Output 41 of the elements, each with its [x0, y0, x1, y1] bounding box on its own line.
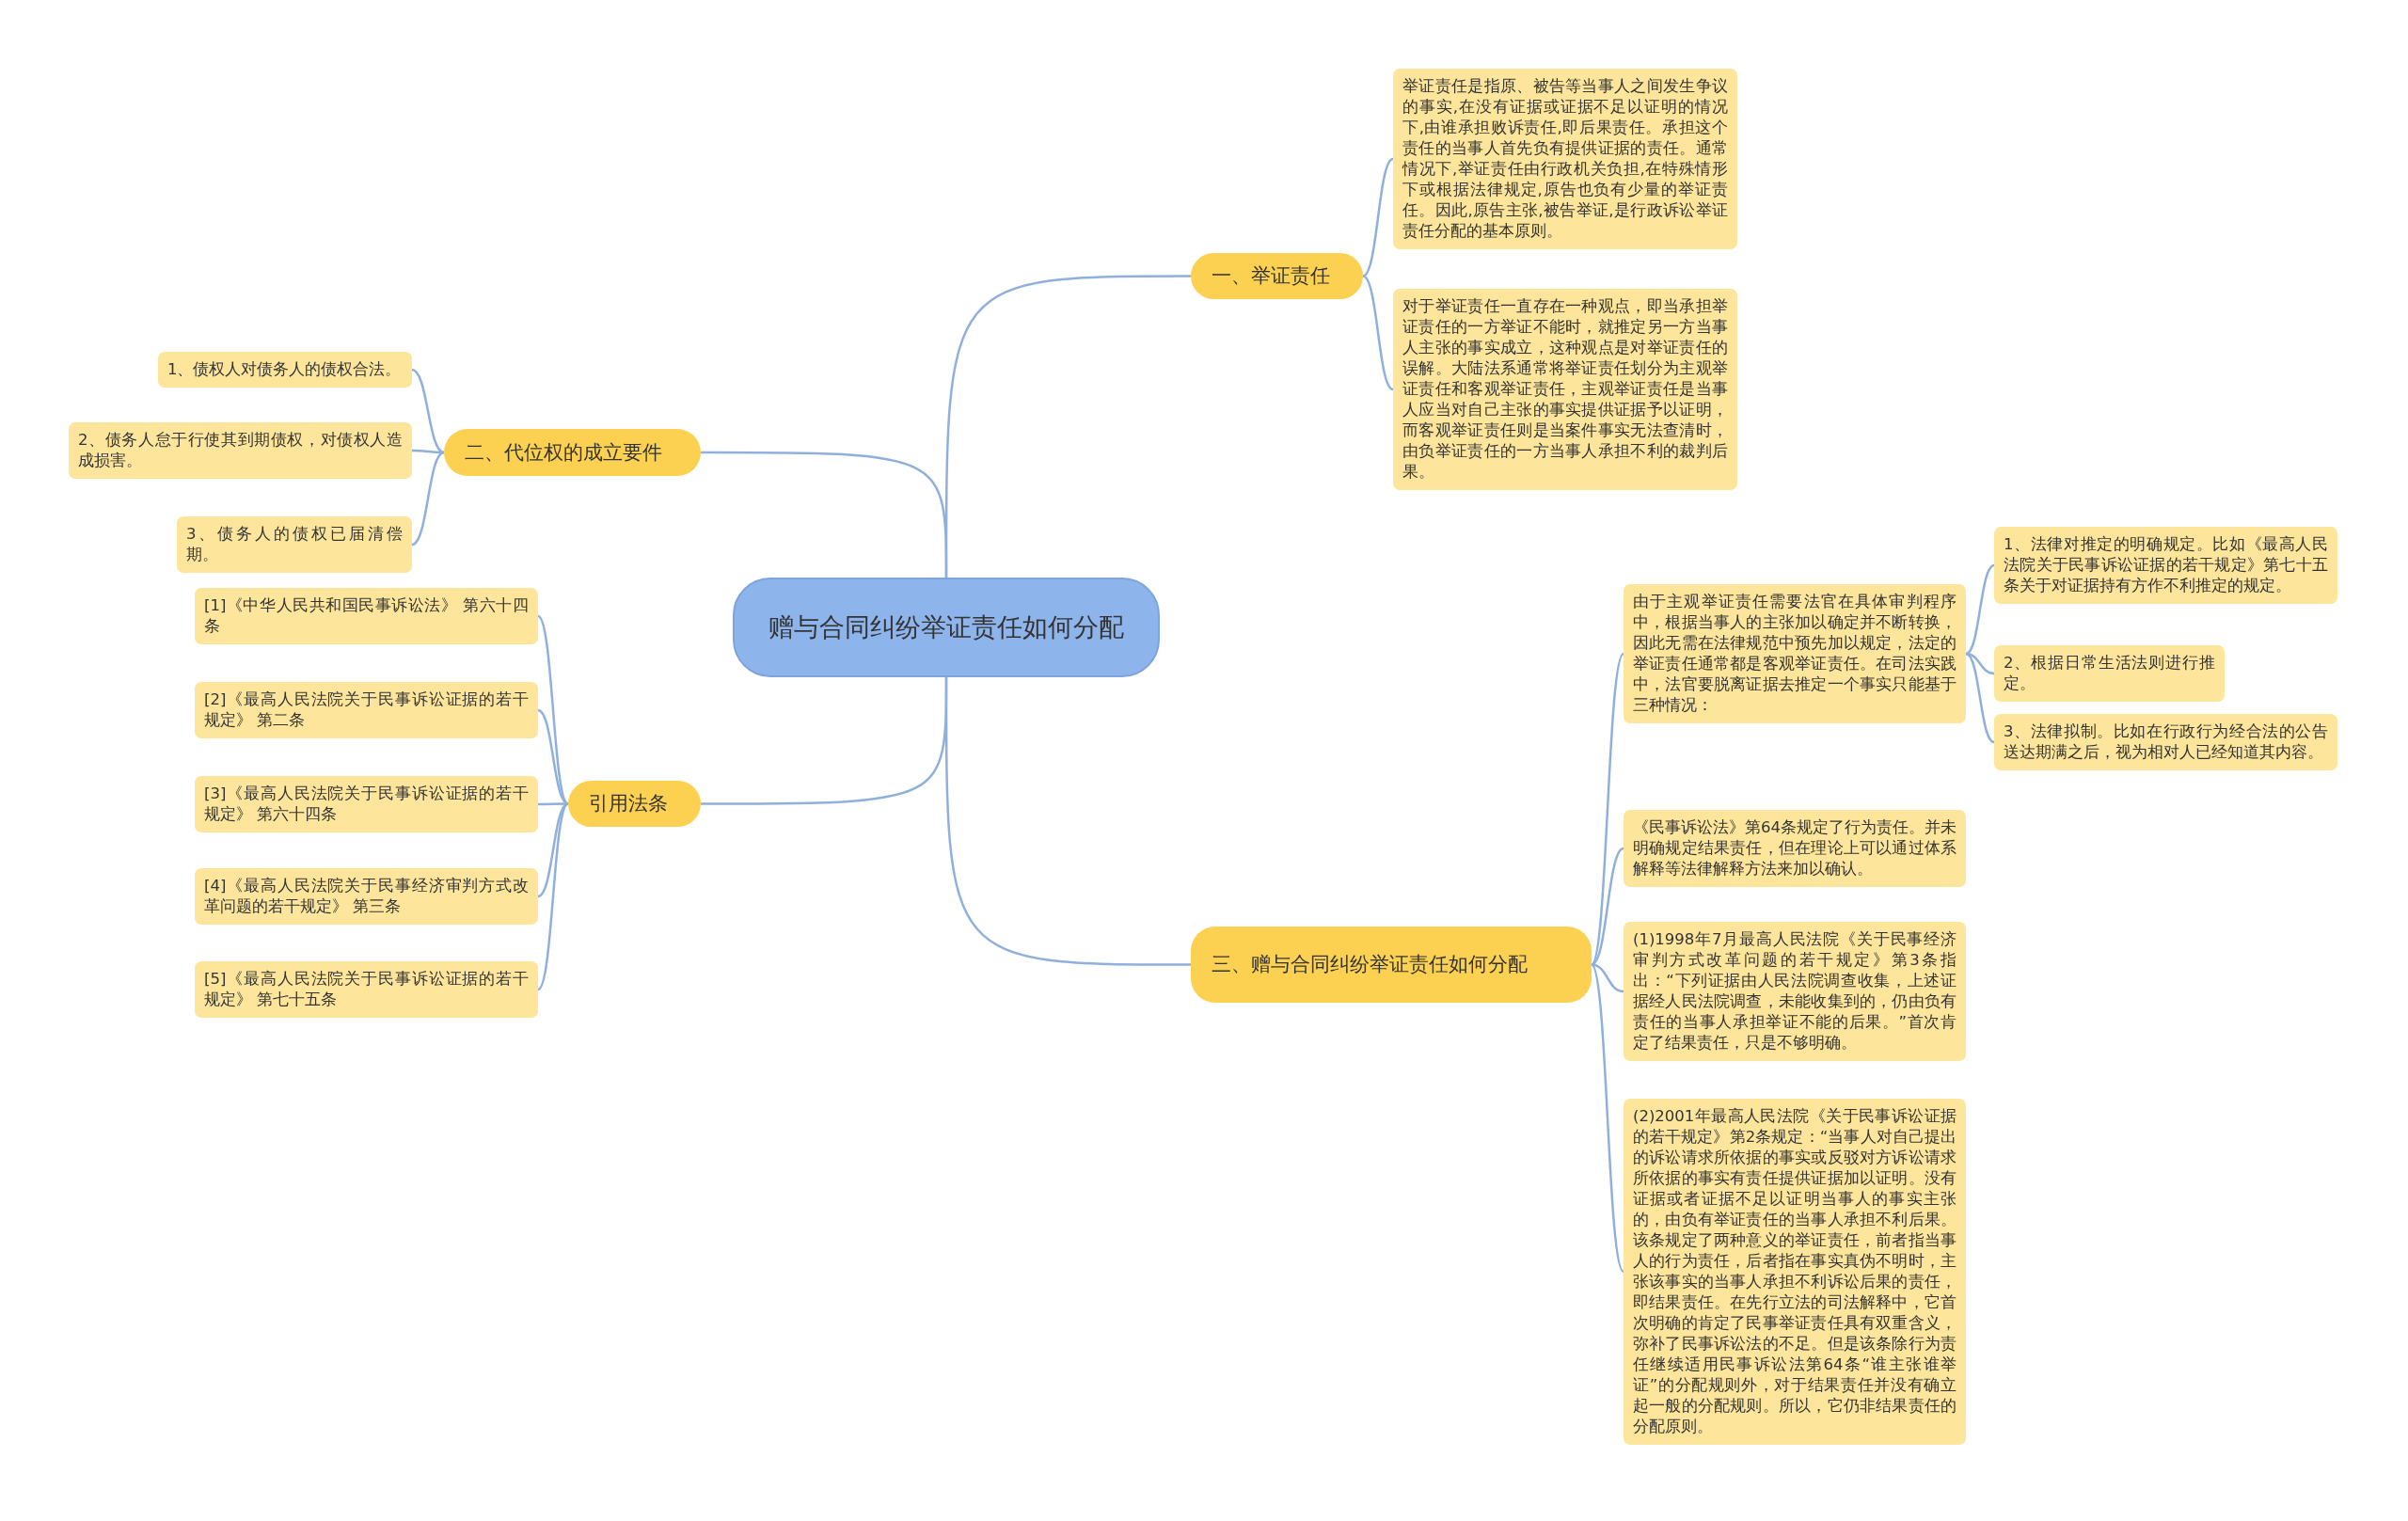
connector-line — [411, 451, 445, 547]
note-box: [2]《最高人民法院关于民事诉讼证据的若干规定》 第二条 — [195, 682, 538, 738]
connector-line — [1965, 563, 1995, 656]
connector-line — [1362, 157, 1394, 277]
connector-line — [1965, 652, 1995, 744]
connector-line — [1590, 653, 1625, 966]
note-box: 对于举证责任一直存在一种观点，即当承担举证责任的一方举证不能时，就推定另一方当事人主张的事实成立，这种观点是对举证责任的误解。大陆法系通常将举证责任划分为主观举证责任和客观举证责任，主观举证责任是当事人应当对自己主张的事实提供证据予以证明，而客观举证责任则是当案件事实无法查清时，由负举证责任的一方当事人承担不利的裁判后果。 — [1393, 289, 1737, 490]
note-box: 举证责任是指原、被告等当事人之间发生争议的事实,在没有证据或证据不足以证明的情况下,由谁承担败诉责任,即后果责任。承担这个责任的当事人首先负有提供证据的责任。通常情况下,举证责任由行政机关负担,在特殊情形下或根据法律规定,原告也负有少量的举证责任。因此,原告主张,被告举证,是行政诉讼举证责任分配的基本原则。 — [1393, 69, 1737, 249]
topic-pill: 三、赠与合同纠纷举证责任如何分配 — [1191, 927, 1592, 1003]
topic-pill: 引用法条 — [568, 781, 701, 827]
topic-pill: 一、举证责任 — [1191, 253, 1363, 299]
note-box: [5]《最高人民法院关于民事诉讼证据的若干规定》 第七十五条 — [195, 961, 538, 1018]
note-box: (1)1998年7月最高人民法院《关于民事经济审判方式改革问题的若干规定》第3条指出：“下列证据由人民法院调查收集，上述证据经人民法院调查，未能收集到的，仍由负有责任的当事人承担举证不能的后果。”首次肯定了结果责任，只是不够明确。 — [1624, 922, 1966, 1061]
connector-line — [1965, 652, 1995, 675]
note-box: 《民事诉讼法》第64条规定了行为责任。并未明确规定结果责任，但在理论上可以通过体系解释等法律解释方法来加以确认。 — [1624, 810, 1966, 887]
connector-line — [538, 802, 568, 806]
connector-line — [537, 708, 569, 805]
note-box: 由于主观举证责任需要法官在具体审判程序中，根据当事人的主张加以确定并不断转换，因此无需在法律规范中预先加以规定，法定的举证责任通常都是客观举证责任。在司法实践中，法官要脱离证据去推定一个事实只能基于三种情况： — [1624, 584, 1966, 723]
connector-line — [1590, 963, 1625, 1273]
connector-line — [1362, 275, 1394, 391]
connector-line — [412, 449, 444, 454]
connector-line — [1591, 963, 1624, 993]
connector-line — [411, 368, 445, 454]
note-box: 3、债务人的债权已届清偿期。 — [177, 516, 412, 573]
note-box: 1、法律对推定的明确规定。比如《最高人民法院关于民事诉讼证据的若干规定》第七十五条关于对证据持有方作不利推定的规定。 — [1994, 527, 2337, 604]
connector-line — [537, 802, 569, 990]
connector-line — [1591, 847, 1624, 966]
connector-line — [944, 677, 1191, 966]
note-box: 2、债务人怠于行使其到期债权，对债权人造成损害。 — [69, 422, 412, 479]
central-topic: 赠与合同纠纷举证责任如何分配 — [733, 578, 1160, 677]
note-box: [3]《最高人民法院关于民事诉讼证据的若干规定》 第六十四条 — [195, 776, 538, 832]
connector-line — [537, 802, 569, 898]
note-box: [4]《最高人民法院关于民事经济审判方式改革问题的若干规定》 第三条 — [195, 868, 538, 925]
note-box: [1]《中华人民共和国民事诉讼法》 第六十四条 — [195, 588, 538, 644]
note-box: (2)2001年最高人民法院《关于民事诉讼证据的若干规定》第2条规定：“当事人对自己提出的诉讼请求所依据的事实或反驳对方诉讼请求所依据的事实有责任提供证据加以证明。没有证据或者证据不足以证明当事人的事实主张的，由负有举证责任的当事人承担不利后果。该条规定了两种意义的举证责任，前者指当事人的行为责任，后者指在事实真伪不明时，主张该事实的当事人承担不利诉讼后果的责任，即结果责任。在先行立法的司法解释中，它首次明确的肯定了民事举证责任具有双重含义，弥补了民事诉讼法的不足。但是该条除行为责任继续适用民事诉讼法第64条“谁主张谁举证”的分配规则外，对于结果责任并没有确立起一般的分配规则。所以，它仍非结果责任的分配原则。 — [1624, 1099, 1966, 1445]
connector-line — [537, 615, 569, 805]
note-box: 1、债权人对债务人的债权合法。 — [158, 352, 412, 388]
topic-pill: 二、代位权的成立要件 — [444, 429, 701, 476]
connector-line — [701, 451, 948, 578]
note-box: 3、法律拟制。比如在行政行为经合法的公告送达期满之后，视为相对人已经知道其内容。 — [1994, 714, 2337, 770]
note-box: 2、根据日常生活法则进行推定。 — [1994, 645, 2225, 702]
